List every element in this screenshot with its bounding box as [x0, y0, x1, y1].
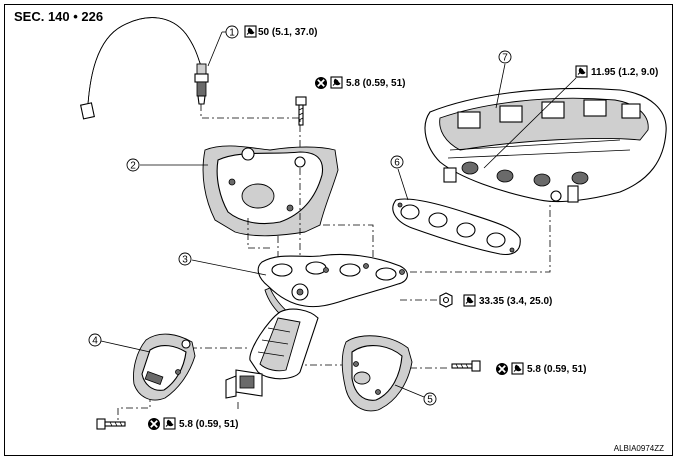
- svg-text:5: 5: [427, 395, 433, 406]
- svg-text:33.35 (3.4, 25.0): 33.35 (3.4, 25.0): [479, 296, 552, 307]
- callout-2: 2: [126, 158, 140, 172]
- torque-spec-6: 5.8 (0.59, 51): [147, 417, 238, 431]
- svg-text:50 (5.1, 37.0): 50 (5.1, 37.0): [258, 27, 317, 38]
- torque-spec-5: 5.8 (0.59, 51): [495, 362, 586, 376]
- torque-wrench-icon: [463, 294, 476, 307]
- svg-text:11.95 (1.2, 9.0): 11.95 (1.2, 9.0): [591, 67, 658, 78]
- part-4-heat-shield-lower: [133, 333, 196, 401]
- part-7-cylinder-head: [424, 87, 667, 203]
- part-5-heat-shield-catalyst: [341, 335, 413, 412]
- shield-bolt-right: [451, 360, 481, 372]
- stud-leader-line: [483, 77, 577, 169]
- callout-7: 7: [498, 50, 512, 64]
- callout-4: 4: [88, 333, 102, 347]
- shield-bolt-lower-left: [96, 418, 126, 430]
- callout-1: 1: [225, 25, 239, 39]
- callout-3: 3: [178, 252, 192, 266]
- part-2-heat-shield-upper: [202, 145, 339, 237]
- callout-5: 5: [423, 392, 437, 406]
- connection-line: [395, 195, 551, 273]
- torque-wrench-icon: [244, 25, 257, 38]
- manifold-nut: [439, 292, 453, 308]
- part-3-exhaust-manifold: [225, 253, 408, 399]
- svg-text:5.8 (0.59, 51): 5.8 (0.59, 51): [179, 419, 238, 430]
- torque-wrench-icon: [511, 362, 524, 375]
- torque-spec-4: 33.35 (3.4, 25.0): [463, 294, 552, 307]
- part-6-manifold-gasket: [392, 198, 521, 256]
- svg-text:4: 4: [92, 336, 98, 347]
- svg-text:7: 7: [502, 53, 508, 64]
- svg-text:1: 1: [229, 28, 235, 39]
- svg-text:5.8 (0.59, 51): 5.8 (0.59, 51): [527, 364, 586, 375]
- do-not-reuse-icon: [147, 417, 161, 431]
- svg-text:3: 3: [182, 255, 188, 266]
- connection-line: [247, 218, 272, 249]
- do-not-reuse-icon: [495, 362, 509, 376]
- connection-line: [117, 395, 151, 420]
- torque-spec-2: 5.8 (0.59, 51): [314, 76, 405, 90]
- torque-wrench-icon: [163, 417, 176, 430]
- svg-text:2: 2: [130, 161, 136, 172]
- svg-text:6: 6: [394, 158, 400, 169]
- do-not-reuse-icon: [314, 76, 328, 90]
- callout-6: 6: [390, 155, 404, 169]
- svg-text:5.8 (0.59, 51): 5.8 (0.59, 51): [346, 78, 405, 89]
- torque-spec-3: 11.95 (1.2, 9.0): [575, 65, 658, 78]
- connection-line: [323, 224, 374, 262]
- torque-spec-1: 50 (5.1, 37.0): [244, 25, 317, 38]
- reference-code: ALBIA0974ZZ: [614, 444, 664, 453]
- part-1-oxygen-sensor: [80, 17, 209, 120]
- section-label: SEC. 140 • 226: [14, 9, 103, 24]
- diagram-frame: [4, 4, 673, 456]
- shield-bolt-upper: [295, 96, 307, 126]
- torque-wrench-icon: [575, 65, 588, 78]
- torque-wrench-icon: [330, 76, 343, 89]
- connection-line: [200, 104, 301, 150]
